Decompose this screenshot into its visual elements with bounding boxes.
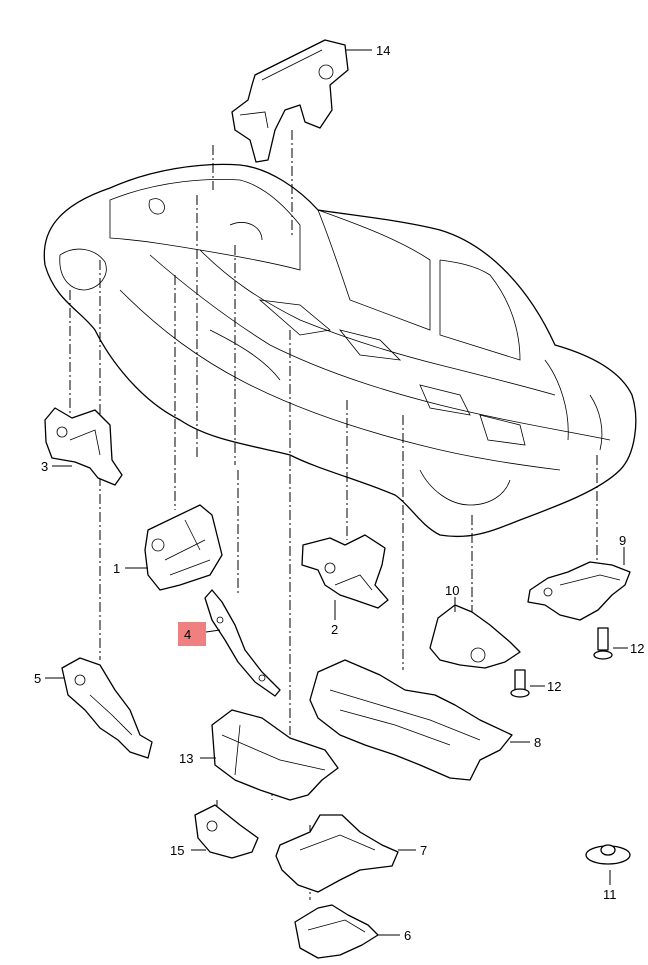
car-body-outline	[43, 163, 637, 538]
callout-4[interactable]: 4	[184, 627, 191, 642]
bolt-12-a-icon	[593, 627, 613, 660]
callout-12-a[interactable]: 12	[630, 641, 644, 656]
part-15-bracket	[194, 804, 259, 859]
callout-8[interactable]: 8	[534, 735, 541, 750]
callout-2[interactable]: 2	[331, 622, 338, 637]
part-1-shield	[144, 504, 223, 591]
callout-13[interactable]: 13	[179, 751, 193, 766]
clip-11-icon	[585, 844, 631, 865]
part-7-shield	[275, 814, 399, 893]
part-6-shield	[294, 904, 379, 959]
part-4-strip	[204, 589, 281, 697]
callout-1[interactable]: 1	[113, 561, 120, 576]
part-10-shield	[429, 604, 521, 669]
part-5-shield	[61, 657, 153, 759]
part-14-bracket	[231, 39, 349, 163]
part-13-shield	[211, 709, 339, 801]
callout-10[interactable]: 10	[445, 583, 459, 598]
callout-6[interactable]: 6	[404, 928, 411, 943]
callout-9[interactable]: 9	[619, 533, 626, 548]
callout-12-b[interactable]: 12	[547, 679, 561, 694]
callout-5[interactable]: 5	[34, 671, 41, 686]
bolt-12-b-icon	[510, 669, 530, 698]
part-9-shield	[527, 561, 631, 621]
callout-15[interactable]: 15	[170, 843, 184, 858]
part-2-shield	[301, 534, 389, 609]
callout-4-highlight	[178, 622, 206, 646]
callout-7[interactable]: 7	[420, 843, 427, 858]
callout-leaders	[45, 49, 628, 936]
callout-14[interactable]: 14	[376, 43, 390, 58]
callout-labels: 14 3 1 2 4 5 13 8 15 7 6 10 9 12 12 11	[34, 43, 644, 943]
callout-11[interactable]: 11	[603, 887, 617, 902]
part-3-shield	[44, 407, 123, 486]
part-8-shield	[309, 659, 513, 781]
callout-3[interactable]: 3	[41, 459, 48, 474]
